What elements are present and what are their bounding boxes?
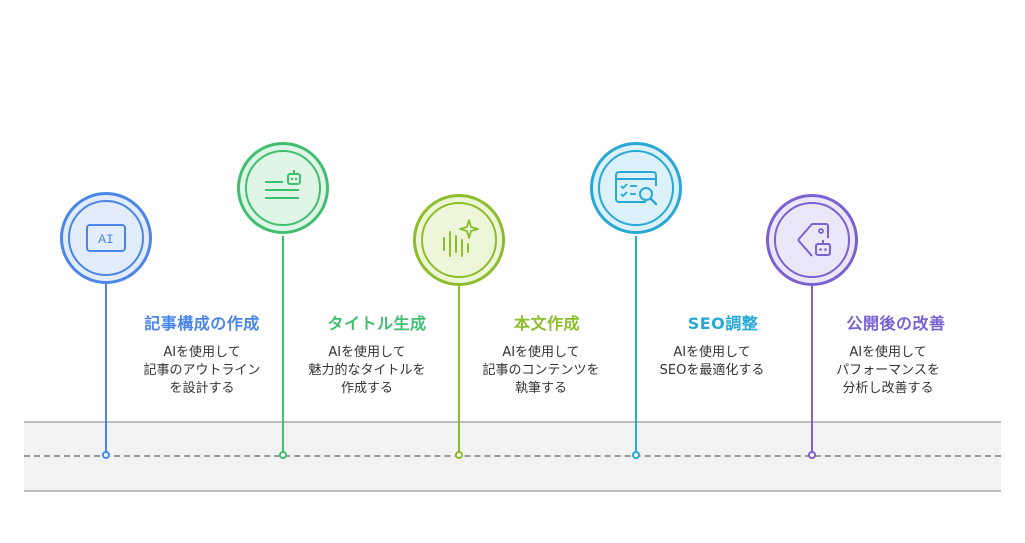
step-1-description: AIを使用して 記事のアウトライン を設計する	[143, 345, 261, 396]
step-5-road-dot	[808, 451, 816, 459]
robot-document-icon	[265, 170, 301, 199]
step-4-stem	[635, 236, 637, 456]
step-3-stem	[458, 286, 460, 456]
step-4-road-dot	[632, 451, 640, 459]
step-1-stem	[105, 284, 107, 456]
step-4-description: AIを使用して SEOを最適化する	[659, 345, 765, 378]
step-1-road-dot	[102, 451, 110, 459]
step-2-road-dot	[279, 451, 287, 459]
ai-chip-icon: AI	[86, 224, 126, 252]
step-5-stem	[811, 286, 813, 456]
step-1-title: 記事構成の作成	[144, 314, 260, 333]
step-5-title: 公開後の改善	[846, 314, 946, 333]
step-5-badge	[766, 194, 858, 286]
step-2-stem	[282, 236, 284, 456]
step-5-description: AIを使用して パフォーマンスを 分析し改善する	[836, 345, 940, 396]
step-1-badge: AI	[60, 192, 152, 284]
svg-text:AI: AI	[98, 232, 114, 247]
browser-search-icon	[615, 171, 658, 206]
step-2-badge	[237, 142, 329, 234]
step-4-badge	[590, 142, 682, 234]
tag-robot-icon	[797, 223, 831, 257]
sparkle-audio-icon	[443, 219, 479, 257]
step-3-badge	[413, 194, 505, 286]
step-3-description: AIを使用して 記事のコンテンツを 執筆する	[482, 345, 600, 396]
step-4-title: SEO調整	[687, 314, 759, 333]
step-3-road-dot	[455, 451, 463, 459]
road-center-line	[24, 455, 1001, 457]
step-2-description: AIを使用して 魅力的なタイトルを 作成する	[308, 345, 426, 396]
step-2-title: タイトル生成	[327, 314, 427, 333]
step-3-title: 本文作成	[513, 314, 580, 333]
